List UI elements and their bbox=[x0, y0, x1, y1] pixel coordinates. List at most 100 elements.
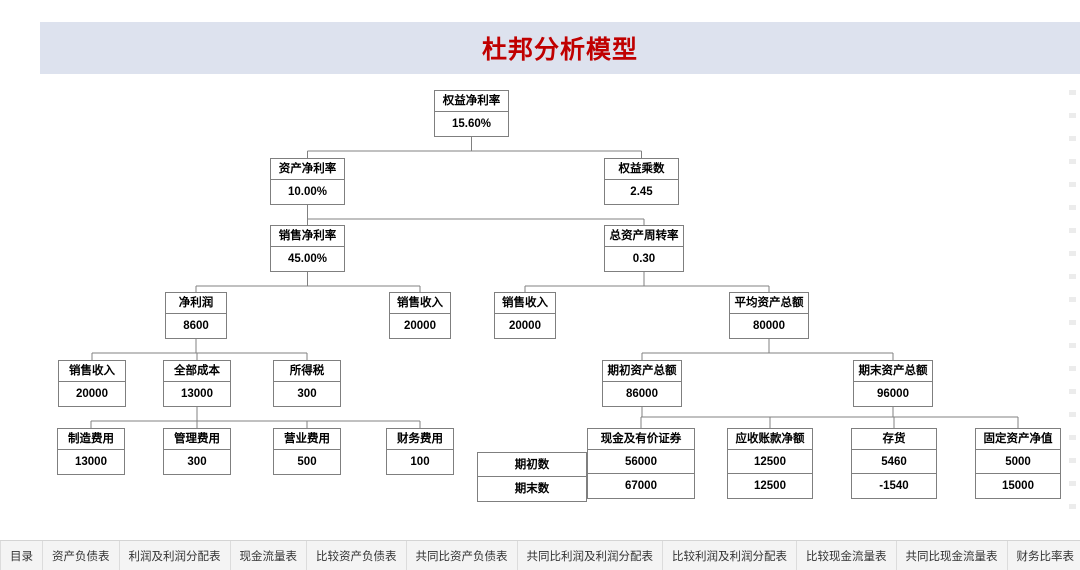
node-label-rev_c: 销售收入 bbox=[59, 361, 125, 382]
row-edge-mark bbox=[1069, 228, 1076, 233]
node-value-fixed-1: 15000 bbox=[1002, 480, 1034, 492]
node-value-admin_cost: 300 bbox=[187, 456, 207, 468]
node-label-end_assets: 期末资产总额 bbox=[854, 361, 932, 382]
node-roa[interactable]: 资产净利率 10.00% bbox=[270, 158, 345, 205]
node-label-asset_turn: 总资产周转率 bbox=[605, 226, 683, 247]
period-row-label-0: 期初数 bbox=[478, 453, 586, 477]
node-label-net_profit: 净利润 bbox=[166, 293, 226, 314]
row-edge-mark bbox=[1069, 435, 1076, 440]
row-edge-marks bbox=[1066, 90, 1080, 520]
sheet-tab-9[interactable]: 共同比现金流量表 bbox=[897, 541, 1008, 570]
row-edge-mark bbox=[1069, 113, 1076, 118]
node-rev_b[interactable]: 销售收入 20000 bbox=[494, 292, 556, 339]
node-value-asset_turn: 0.30 bbox=[632, 253, 656, 265]
node-rev_a[interactable]: 销售收入 20000 bbox=[389, 292, 451, 339]
sheet-tab-6[interactable]: 共同比利润及利润分配表 bbox=[518, 541, 663, 570]
row-edge-mark bbox=[1069, 366, 1076, 371]
node-value-total_cost: 13000 bbox=[181, 388, 213, 400]
node-label-cash: 现金及有价证券 bbox=[588, 429, 694, 450]
node-value-inventory-0: 5460 bbox=[852, 450, 936, 474]
row-edge-mark bbox=[1069, 458, 1076, 463]
period-label-table: 期初数期末数 bbox=[477, 452, 587, 502]
row-edge-mark bbox=[1069, 182, 1076, 187]
row-edge-mark bbox=[1069, 481, 1076, 486]
node-label-net_margin: 销售净利率 bbox=[271, 226, 344, 247]
node-value-income_tax: 300 bbox=[297, 388, 317, 400]
node-value-rev_a: 20000 bbox=[404, 320, 436, 332]
row-edge-mark bbox=[1069, 343, 1076, 348]
sheet-tab-7[interactable]: 比较利润及利润分配表 bbox=[663, 541, 797, 570]
node-asset_turn[interactable]: 总资产周转率 0.30 bbox=[604, 225, 684, 272]
node-value-eq_mult: 2.45 bbox=[630, 186, 653, 198]
node-value-roe: 15.60% bbox=[451, 118, 491, 130]
row-edge-mark bbox=[1069, 297, 1076, 302]
sheet-tab-1[interactable]: 资产负债表 bbox=[43, 541, 120, 570]
sheet-tab-0[interactable]: 目录 bbox=[0, 541, 43, 570]
row-edge-mark bbox=[1069, 412, 1076, 417]
row-edge-mark bbox=[1069, 504, 1076, 509]
node-value-sales_cost: 500 bbox=[297, 456, 317, 468]
sheet-tab-8[interactable]: 比较现金流量表 bbox=[797, 541, 897, 570]
node-value-roa: 10.00% bbox=[287, 186, 327, 198]
node-label-income_tax: 所得税 bbox=[274, 361, 340, 382]
node-value-rev_b: 20000 bbox=[509, 320, 541, 332]
sheet-tab-2[interactable]: 利润及利润分配表 bbox=[120, 541, 231, 570]
node-label-inventory: 存货 bbox=[852, 429, 936, 450]
sheet-tab-10[interactable]: 财务比率表 bbox=[1008, 541, 1080, 570]
node-label-rev_b: 销售收入 bbox=[495, 293, 555, 314]
node-label-begin_assets: 期初资产总额 bbox=[603, 361, 681, 382]
node-label-avg_assets: 平均资产总额 bbox=[730, 293, 808, 314]
node-label-receivable: 应收账款净额 bbox=[728, 429, 812, 450]
node-total_cost[interactable]: 全部成本 13000 bbox=[163, 360, 231, 407]
node-avg_assets[interactable]: 平均资产总额 80000 bbox=[729, 292, 809, 339]
row-edge-mark bbox=[1069, 251, 1076, 256]
node-fin_cost[interactable]: 财务费用 100 bbox=[386, 428, 454, 475]
node-value-cash-1: 67000 bbox=[625, 480, 657, 492]
sheet-tab-bar[interactable]: 目录资产负债表利润及利润分配表现金流量表比较资产负债表共同比资产负债表共同比利润… bbox=[0, 540, 1080, 570]
node-admin_cost[interactable]: 管理费用 300 bbox=[163, 428, 231, 475]
node-rev_c[interactable]: 销售收入 20000 bbox=[58, 360, 126, 407]
sheet-tab-4[interactable]: 比较资产负债表 bbox=[307, 541, 407, 570]
node-label-roa: 资产净利率 bbox=[271, 159, 344, 180]
node-value-begin_assets: 86000 bbox=[626, 388, 658, 400]
row-edge-mark bbox=[1069, 136, 1076, 141]
node-label-fixed: 固定资产净值 bbox=[976, 429, 1060, 450]
node-end_assets[interactable]: 期末资产总额 96000 bbox=[853, 360, 933, 407]
node-label-fin_cost: 财务费用 bbox=[387, 429, 453, 450]
node-net_profit[interactable]: 净利润 8600 bbox=[165, 292, 227, 339]
row-edge-mark bbox=[1069, 274, 1076, 279]
sheet-tab-5[interactable]: 共同比资产负债表 bbox=[407, 541, 518, 570]
node-value-receivable-1: 12500 bbox=[754, 480, 786, 492]
node-value-fin_cost: 100 bbox=[410, 456, 430, 468]
node-income_tax[interactable]: 所得税 300 bbox=[273, 360, 341, 407]
node-label-admin_cost: 管理费用 bbox=[164, 429, 230, 450]
sheet-tab-3[interactable]: 现金流量表 bbox=[231, 541, 307, 570]
node-label-rev_a: 销售收入 bbox=[390, 293, 450, 314]
node-value-rev_c: 20000 bbox=[76, 388, 108, 400]
node-sales_cost[interactable]: 营业费用 500 bbox=[273, 428, 341, 475]
node-value-avg_assets: 80000 bbox=[753, 320, 785, 332]
node-value-inventory-1: -1540 bbox=[879, 480, 909, 492]
title-banner: 杜邦分析模型 bbox=[40, 22, 1080, 74]
node-label-sales_cost: 营业费用 bbox=[274, 429, 340, 450]
node-value-net_profit: 8600 bbox=[183, 320, 209, 332]
row-edge-mark bbox=[1069, 205, 1076, 210]
node-value-cash-0: 56000 bbox=[588, 450, 694, 474]
node-label-mfg_cost: 制造费用 bbox=[58, 429, 124, 450]
node-label-total_cost: 全部成本 bbox=[164, 361, 230, 382]
period-row-label-1: 期末数 bbox=[514, 483, 550, 495]
row-edge-mark bbox=[1069, 389, 1076, 394]
page-title: 杜邦分析模型 bbox=[481, 36, 638, 64]
row-edge-mark bbox=[1069, 90, 1076, 95]
node-begin_assets[interactable]: 期初资产总额 86000 bbox=[602, 360, 682, 407]
node-value-end_assets: 96000 bbox=[877, 388, 909, 400]
